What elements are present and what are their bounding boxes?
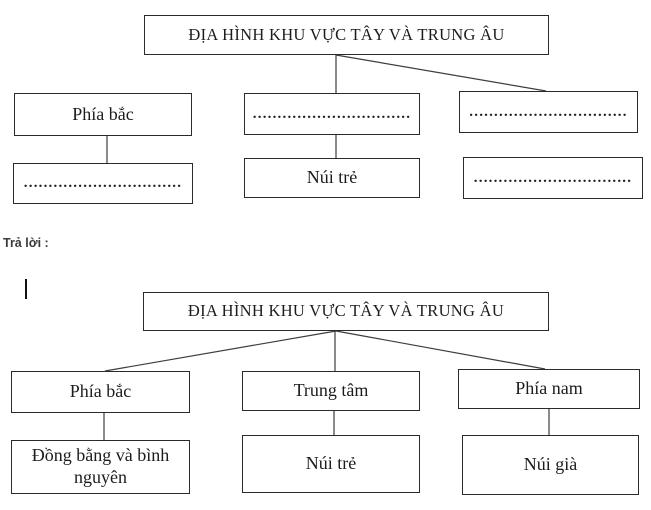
answer-north-landform-box: Đồng bằng và bình nguyên <box>11 440 190 494</box>
connector-top-title-to-south <box>335 54 547 92</box>
answer-center-landform-box: Núi trẻ <box>242 435 420 493</box>
top-south-region-blank: ................................ <box>459 91 638 133</box>
top-center-landform-box: Núi trẻ <box>244 158 420 198</box>
connector-answer-title-to-north <box>104 330 337 372</box>
answer-diagram-title: ĐỊA HÌNH KHU VỰC TÂY VÀ TRUNG ÂU <box>143 292 549 331</box>
top-north-region-box: Phía bắc <box>14 93 192 136</box>
answer-center-region-box: Trung tâm <box>242 371 420 411</box>
text-cursor <box>25 279 27 299</box>
top-diagram-title: ĐỊA HÌNH KHU VỰC TÂY VÀ TRUNG ÂU <box>144 15 549 55</box>
answer-south-region-box: Phía nam <box>458 369 640 409</box>
answer-south-landform-box: Núi già <box>462 435 639 495</box>
top-center-region-blank: ................................ <box>244 93 420 135</box>
answer-label: Trả lời : <box>3 236 49 250</box>
connector-answer-title-to-south <box>335 330 546 370</box>
top-north-landform-blank: ................................ <box>13 163 193 204</box>
answer-north-region-box: Phía bắc <box>11 371 190 413</box>
top-south-landform-blank: ................................ <box>463 157 643 199</box>
